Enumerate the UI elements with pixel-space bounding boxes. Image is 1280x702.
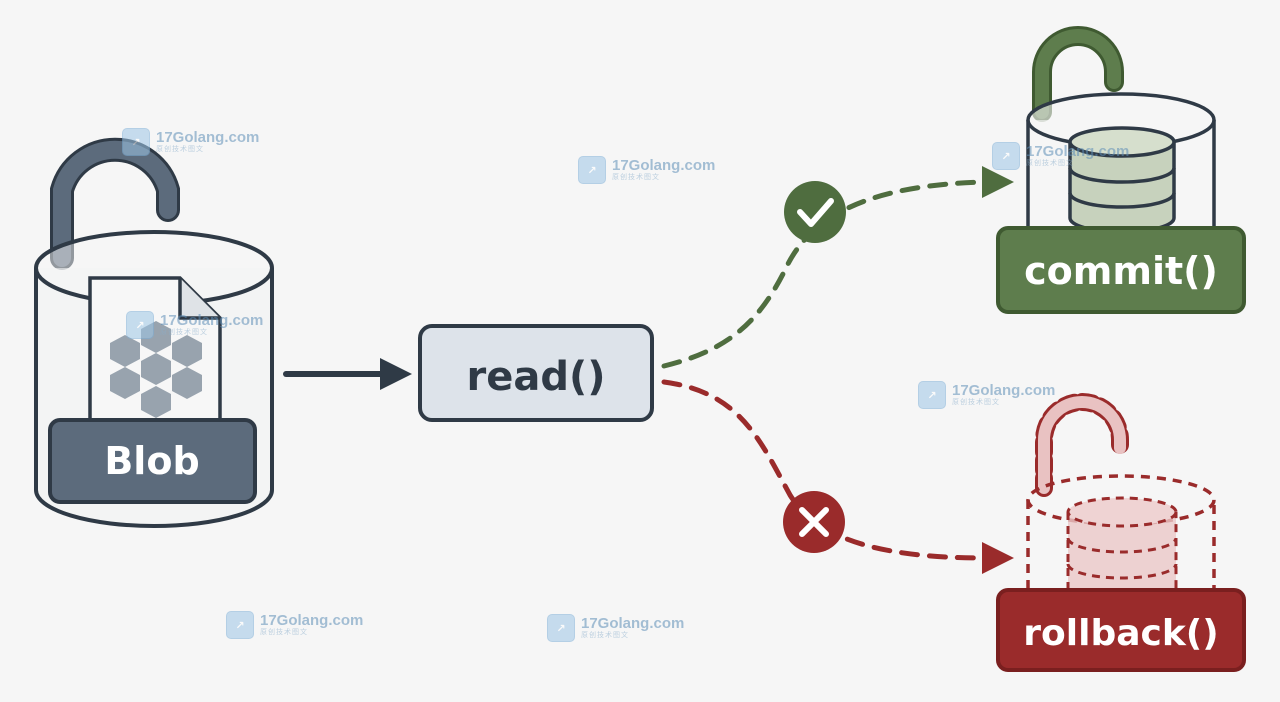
edge-read-to-rollback	[661, 379, 1014, 574]
rollback-label-plate	[996, 588, 1246, 672]
watermark-site: 17Golang.com	[1026, 143, 1130, 161]
watermark-site: 17Golang.com	[581, 615, 685, 633]
watermark-site: 17Golang.com	[612, 157, 716, 175]
database-icon	[1066, 496, 1178, 606]
watermark-sub: 原创技术图文	[1026, 159, 1074, 168]
watermark-site: 17Golang.com	[260, 612, 364, 630]
watermark-site: 17Golang.com	[952, 382, 1056, 400]
read-node: read()	[418, 324, 654, 422]
watermark-logo-icon: ↗	[547, 614, 575, 642]
blob-node: Blob	[34, 137, 274, 528]
watermark-sub: 原创技术图文	[952, 398, 1000, 407]
watermark-site: 17Golang.com	[160, 312, 264, 330]
watermark-sub: 原创技术图文	[612, 173, 660, 182]
read-box	[418, 324, 654, 422]
watermark-sub: 原创技术图文	[156, 145, 204, 154]
commit-label: commit()	[1024, 249, 1218, 293]
watermark-logo-icon: ↗	[126, 311, 154, 339]
rollback-node: rollback()	[996, 393, 1246, 672]
read-label: read()	[466, 354, 605, 400]
rollback-label: rollback()	[1023, 613, 1218, 654]
database-icon	[1068, 126, 1176, 234]
hexagon-cluster-icon	[110, 321, 202, 418]
blob-label-plate	[48, 418, 257, 504]
blob-label: Blob	[104, 439, 199, 483]
close-icon	[783, 491, 845, 553]
watermark-logo-icon: ↗	[226, 611, 254, 639]
watermark-site: 17Golang.com	[156, 129, 260, 147]
watermark-logo-icon: ↗	[578, 156, 606, 184]
watermark-logo-icon: ↗	[122, 128, 150, 156]
watermark-sub: 原创技术图文	[160, 328, 208, 337]
watermark-sub: 原创技术图文	[260, 628, 308, 637]
check-icon	[784, 181, 846, 243]
watermark-logo-icon: ↗	[918, 381, 946, 409]
watermark-logo-icon: ↗	[992, 142, 1020, 170]
edge-read-to-commit	[661, 166, 1014, 369]
commit-node: commit()	[996, 26, 1246, 314]
edge-blob-to-read	[283, 358, 412, 390]
watermark-sub: 原创技术图文	[581, 631, 629, 640]
commit-label-plate	[996, 226, 1246, 314]
